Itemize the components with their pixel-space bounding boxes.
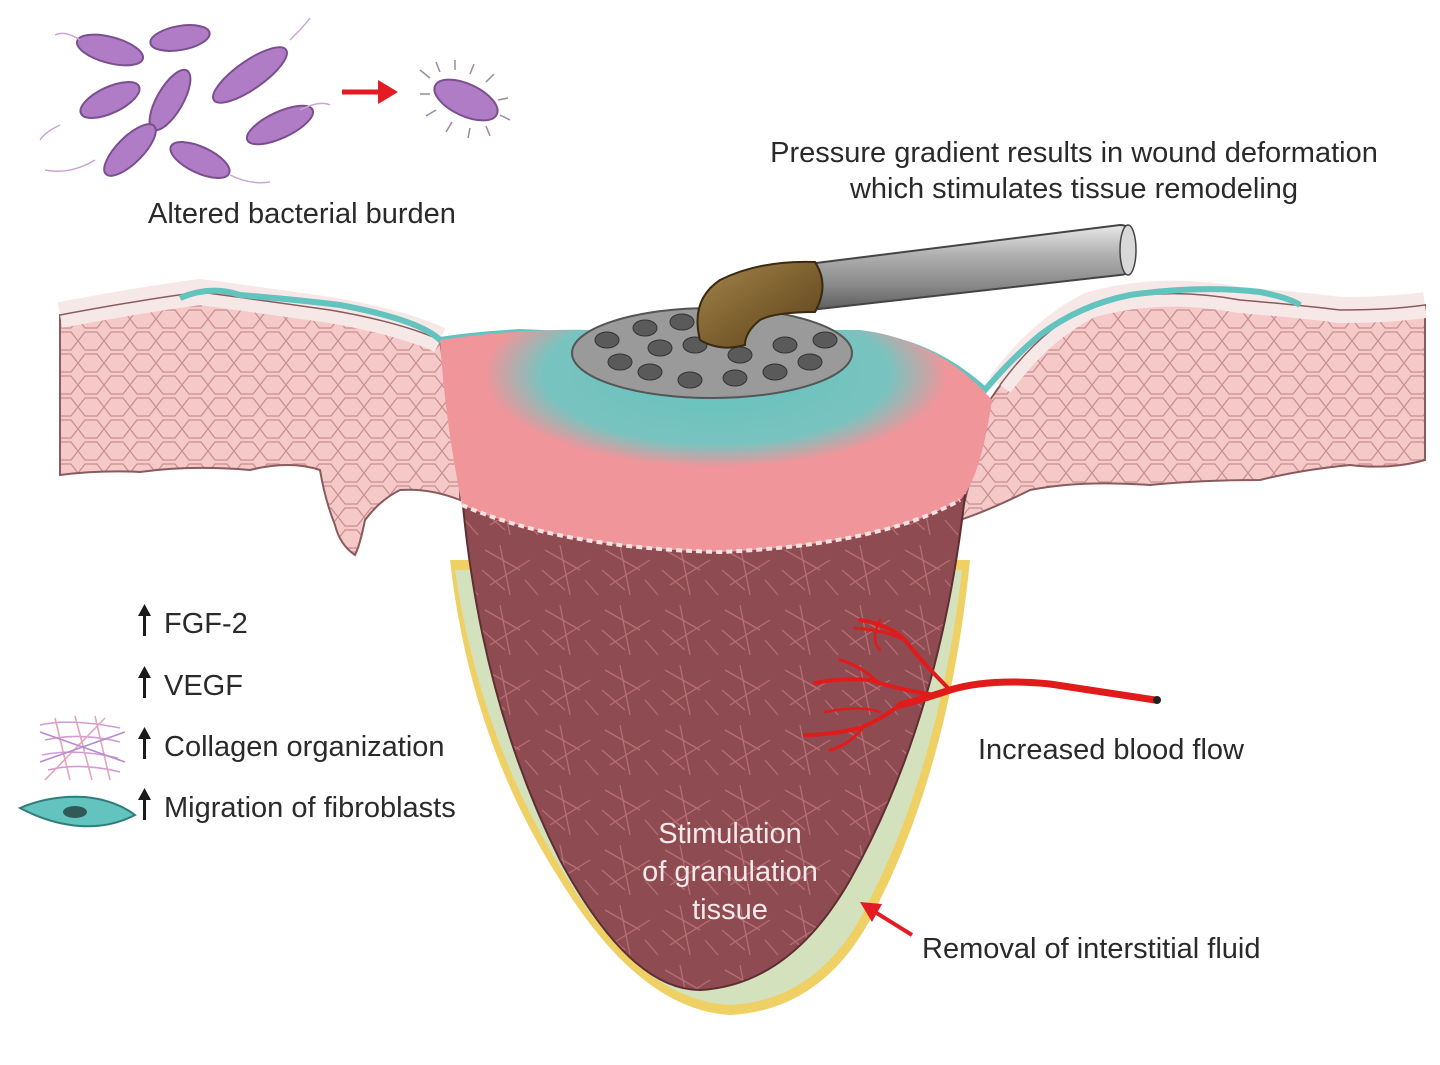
pressure-gradient-line-1: Pressure gradient results in wound defor…	[770, 137, 1378, 169]
granulation-line-1: Stimulation	[658, 818, 802, 850]
reduction-arrow-icon	[342, 80, 398, 104]
fibroblast-icon	[17, 795, 137, 828]
fluid-arrow-icon	[860, 902, 914, 937]
bacteria-cluster-icon	[39, 17, 331, 184]
pressure-gradient-label: Pressure gradient results in wound defor…	[740, 135, 1408, 207]
vegf-label: VEGF	[164, 670, 243, 702]
collagen-icon	[39, 715, 126, 781]
fibroblast-label: Migration of fibroblasts	[164, 792, 456, 824]
increase-arrow-icons	[138, 604, 151, 820]
wound-bed	[440, 329, 992, 552]
granulation-line-2: of granulation	[642, 856, 818, 888]
pressure-gradient-line-2: which stimulates tissue remodeling	[849, 173, 1299, 205]
fgf2-label: FGF-2	[164, 608, 248, 640]
granulation-label: Stimulation of granulation tissue	[600, 815, 860, 929]
bacterial-burden-label: Altered bacterial burden	[148, 198, 456, 230]
foam-dressing-icon	[571, 307, 853, 399]
granulation-line-3: tissue	[692, 894, 768, 926]
blood-vessel-icon	[803, 618, 1159, 752]
blood-flow-label: Increased blood flow	[978, 734, 1244, 766]
collagen-label: Collagen organization	[164, 731, 445, 763]
skin-tissue	[57, 278, 1427, 557]
single-bacterium-icon	[419, 60, 511, 139]
granulation-tissue	[460, 494, 967, 992]
interstitial-fluid-label: Removal of interstitial fluid	[922, 933, 1261, 965]
suction-tube-icon	[696, 223, 1137, 349]
